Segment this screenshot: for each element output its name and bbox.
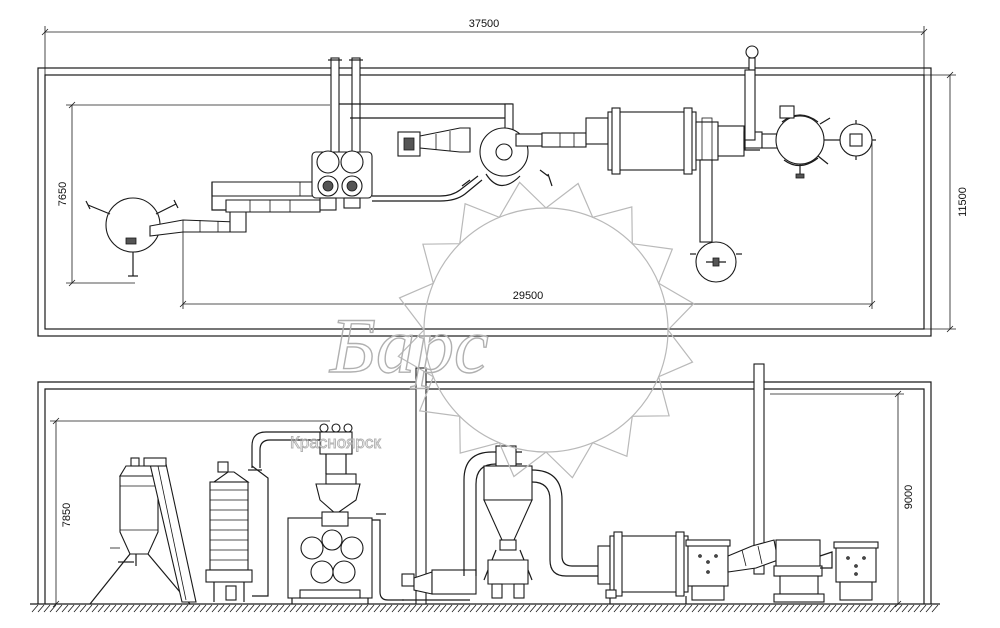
plan-pipe-1 xyxy=(372,175,479,197)
plan-outer-wall xyxy=(37,67,932,337)
vertical-pipes xyxy=(372,363,765,605)
dim-total-width: 11500 xyxy=(924,71,969,333)
plan-twin-cyclones xyxy=(311,150,373,211)
plan-rotary-dryer xyxy=(585,107,763,175)
plan-view: 37500 11500 7650 29500 xyxy=(37,18,969,337)
watermark-sawblade xyxy=(397,181,695,479)
furnace-unit-3 xyxy=(833,541,879,601)
elevation-view: 7850 9000 xyxy=(30,363,940,613)
plan-duct-down xyxy=(690,159,742,283)
central-mill-unit xyxy=(287,454,373,604)
plan-conveyor xyxy=(149,181,321,237)
plan-fan xyxy=(397,127,587,187)
dim-left-height: 7850 xyxy=(50,417,330,608)
dim-inner-length: 29500 xyxy=(179,140,876,309)
inclined-conveyor xyxy=(143,457,197,603)
dim-total-width-label: 11500 xyxy=(957,187,969,217)
screen-column xyxy=(205,461,269,602)
dim-left-height-label: 7850 xyxy=(61,503,73,527)
plan-hopper xyxy=(85,197,179,277)
watermark-city: Красноярск xyxy=(290,433,381,452)
elevation-inner-wall xyxy=(44,388,925,604)
elevation-outer-wall xyxy=(37,381,932,604)
dim-total-length-label: 37500 xyxy=(469,18,500,30)
cyclone-separator xyxy=(483,445,606,599)
dim-right-height: 9000 xyxy=(770,390,915,608)
rotary-drum xyxy=(597,531,689,604)
ground-line xyxy=(30,603,940,613)
silo-hopper xyxy=(89,457,191,605)
dim-inner-height: 7650 xyxy=(57,101,330,287)
plan-stack xyxy=(744,45,760,151)
watermark: Барс Красноярск xyxy=(290,181,695,479)
dim-total-length: 37500 xyxy=(41,18,928,75)
watermark-brand: Барс xyxy=(329,302,489,389)
dim-inner-length-label: 29500 xyxy=(513,290,544,302)
dim-right-height-label: 9000 xyxy=(903,485,915,509)
plan-right-cyclone xyxy=(761,105,876,179)
furnace-unit-1 xyxy=(685,539,779,601)
plan-inner-wall xyxy=(44,74,925,330)
dim-inner-height-label: 7650 xyxy=(57,182,69,206)
furnace-unit-2 xyxy=(773,539,833,603)
overhead-pipe xyxy=(251,423,353,468)
